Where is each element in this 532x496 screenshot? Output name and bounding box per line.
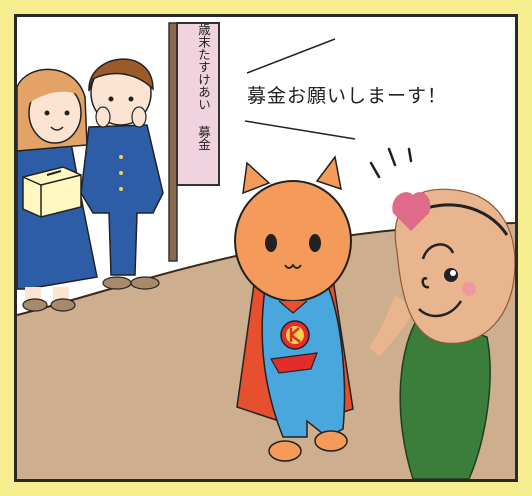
emblem-k-icon bbox=[289, 327, 301, 343]
heart-icon bbox=[392, 192, 431, 231]
boy-character bbox=[80, 58, 164, 290]
comic-illustration bbox=[17, 22, 515, 479]
banner bbox=[176, 22, 220, 186]
green-mascot-character bbox=[369, 188, 515, 479]
collection-box-icon bbox=[22, 166, 82, 218]
banner-pole bbox=[168, 22, 178, 262]
speech-text: 募金お願いしまーす！ bbox=[247, 85, 448, 107]
cat-hero-character bbox=[234, 155, 354, 462]
banner-text: 歳末たすけあい 募金 bbox=[196, 23, 211, 151]
comic-panel: 歳末たすけあい 募金 募金お願いしまーす！ bbox=[14, 14, 518, 482]
